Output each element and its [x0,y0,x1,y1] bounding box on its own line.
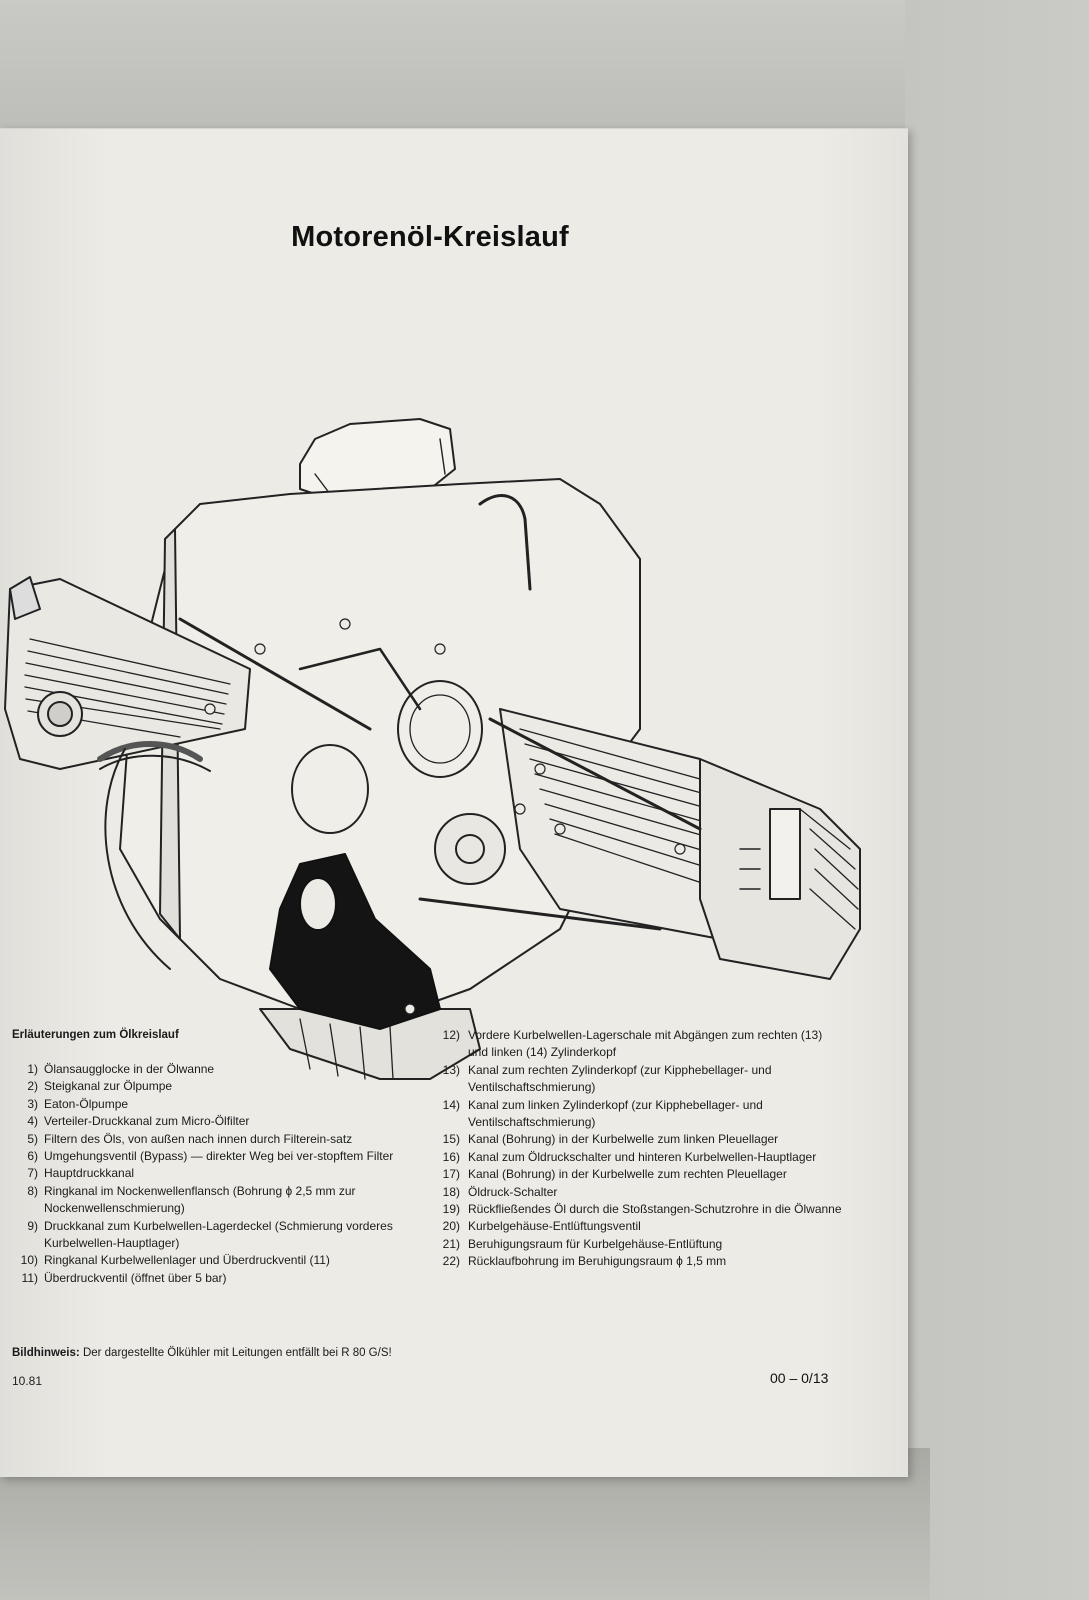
legend-item: 18)Öldruck-Schalter [442,1184,558,1199]
legend-item: 21)Beruhigungsraum für Kurbelgehäuse-Ent… [442,1236,723,1251]
legend-item: 16)Kanal zum Öldruckschalter und hintere… [442,1149,817,1164]
legend-item: 7)Hauptdruckkanal [27,1166,135,1181]
legend-item: 4)Verteiler-Druckkanal zum Micro-Ölfilte… [27,1114,250,1129]
legend-item: 9)Druckkanal zum Kurbelwellen-Lagerdecke… [27,1218,393,1251]
page-number: 00 – 0/13 [770,1370,829,1386]
legend-item: 14)Kanal zum linken Zylinderkopf (zur Ki… [442,1097,763,1130]
legend-item: 6)Umgehungsventil (Bypass) — direkter We… [27,1149,394,1164]
legend-heading: Erläuterungen zum Ölkreislauf [12,1029,179,1041]
legend-item: 1)Ölansaugglocke in der Ölwanne [27,1062,215,1076]
image-note: Bildhinweis: Der dargestellte Ölkühler m… [12,1347,392,1359]
page-title: Motorenöl-Kreislauf [291,221,569,253]
legend-item: 5)Filtern des Öls, von außen nach innen … [27,1131,353,1146]
legend-item: 19)Rückfließendes Öl durch die Stoßstang… [442,1202,842,1217]
legend-item: 3)Eaton-Ölpumpe [27,1096,129,1111]
image-note-label: Bildhinweis: [12,1347,80,1359]
legend-right-column: 12)Vordere Kurbelwellen-Lagerschale mit … [432,1027,842,1271]
legend-left-column: 1)Ölansaugglocke in der Ölwanne 2)Steigk… [12,1061,412,1287]
legend-item: 12)Vordere Kurbelwellen-Lagerschale mit … [442,1028,823,1060]
legend-item: 20)Kurbelgehäuse-Entlüftungsventil [442,1219,641,1234]
image-note-text: Der dargestellte Ölkühler mit Leitungen … [82,1347,392,1359]
legend-item: 2)Steigkanal zur Ölpumpe [27,1079,173,1094]
legend-item: 17)Kanal (Bohrung) in der Kurbelwelle zu… [442,1167,787,1182]
legend-item: 15)Kanal (Bohrung) in der Kurbelwelle zu… [442,1132,779,1147]
manual-page: Motorenöl-Kreislauf [0,128,908,1477]
legend-item: 13)Kanal zum rechten Zylinderkopf (zur K… [442,1062,772,1095]
legend-item: 8)Ringkanal im Nockenwellenflansch (Bohr… [27,1183,356,1216]
legend-item: 11)Überdruckventil (öffnet über 5 bar) [21,1270,227,1285]
footer-date: 10.81 [12,1374,43,1388]
legend-item: 10)Ringkanal Kurbelwellenlager und Überd… [20,1253,330,1268]
background-right [905,0,1089,1600]
legend-item: 22)Rücklaufbohrung im Beruhigungsraum ϕ … [442,1254,727,1269]
engine-cutaway-illustration [4,418,861,1080]
